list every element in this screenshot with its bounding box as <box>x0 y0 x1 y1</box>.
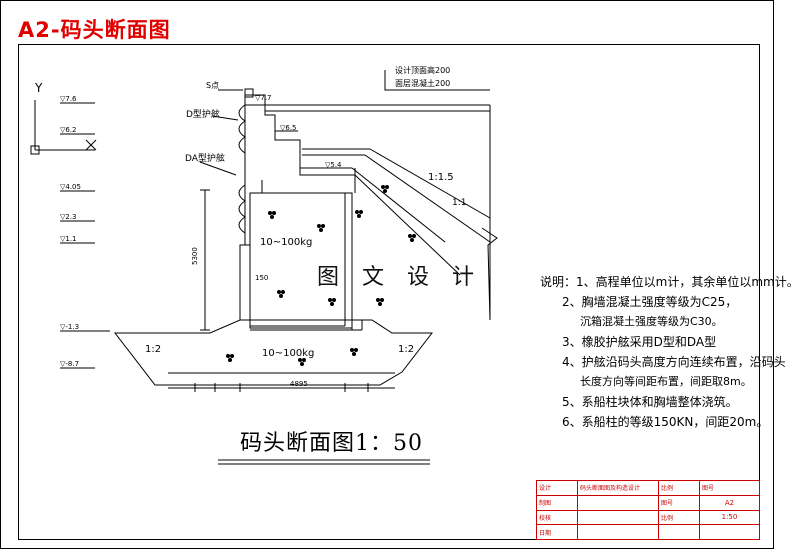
level-label: ▽7.6 <box>60 95 77 103</box>
d-fender-label: D型护舷 <box>186 108 220 120</box>
note-line: 4、护舷沿码头高度方向连续布置，沿码头 <box>562 355 786 369</box>
s-point-label: S点 <box>206 81 219 90</box>
dim-4895: 4895 <box>290 380 308 388</box>
fill-lower-label: 10~100kg <box>262 348 314 359</box>
note-line: 沉箱混凝土强度等级为C30。 <box>580 315 723 328</box>
section-drawing: Y ▽7.6 ▽6.2 ▽4.05 ▽2.3 ▽1.1 ▽-1.3 ▽-8.7 … <box>30 65 498 465</box>
tb-cell: 制图 <box>536 494 578 511</box>
elev-top: ▽7.7 <box>255 94 272 102</box>
level-label: ▽6.2 <box>60 126 77 134</box>
pave-note: 面层混凝土200 <box>395 78 450 88</box>
note-line: 6、系船柱的等级150KN，间距20m。 <box>562 415 769 429</box>
slope-left-label: 1:2 <box>145 344 161 355</box>
top-design-note: 设计顶面高200 <box>395 65 450 75</box>
slope-15-label: 1:1.5 <box>428 172 454 183</box>
tb-cell <box>658 524 700 540</box>
da-fender-label: DA型护舷 <box>185 152 225 164</box>
level-label: ▽1.1 <box>60 235 77 243</box>
tb-cell <box>577 524 659 540</box>
slope-11-label: 1:1 <box>452 198 466 208</box>
elev-54: ▽5.4 <box>325 161 342 169</box>
note-line: 说明：1、高程单位以m计，其余单位以mm计。 <box>540 275 799 289</box>
level-label: ▽-1.3 <box>60 323 79 331</box>
tb-cell: 图号 <box>658 494 700 511</box>
tb-cell: A2 <box>699 494 760 511</box>
tb-cell <box>577 494 659 511</box>
page-title: A2-码头断面图 <box>18 18 171 42</box>
tb-cell: 日期 <box>536 524 578 540</box>
tb-cell <box>577 509 659 526</box>
title-block: 设计 码头断面图及构造设计 比例 图号 制图 图号 A2 校核 比例 1:50 … <box>536 480 760 540</box>
note-line: 3、橡胶护舷采用D型和DA型 <box>562 335 717 349</box>
fill-upper-label: 10~100kg <box>260 237 312 248</box>
dim-150: 150 <box>255 274 268 282</box>
tb-cell: 比例 <box>658 509 700 526</box>
watermark-text: 图 文 设 计 <box>317 265 482 290</box>
drawing-caption: 码头断面图1：50 <box>240 431 423 456</box>
tb-cell: 码头断面图及构造设计 <box>577 480 659 496</box>
tb-cell: 校核 <box>536 509 578 526</box>
note-line: 2、胸墙混凝土强度等级为C25， <box>562 295 738 309</box>
tb-cell: 比例 <box>658 480 700 496</box>
drawing-frame <box>18 44 760 540</box>
tb-cell: 1:50 <box>699 509 760 526</box>
slope-right-label: 1:2 <box>398 344 414 355</box>
level-label: ▽2.3 <box>60 213 77 221</box>
level-label: ▽-8.7 <box>60 360 79 368</box>
level-label: ▽4.05 <box>60 183 81 191</box>
note-line: 长度方向等间距布置，间距取8m。 <box>580 375 752 388</box>
dim-5300: 5300 <box>191 247 199 265</box>
elev-65: ▽6.5 <box>280 124 297 132</box>
notes-block: 说明：1、高程单位以m计，其余单位以mm计。 2、胸墙混凝土强度等级为C25， … <box>540 272 799 432</box>
tb-cell: 设计 <box>536 480 578 496</box>
tb-cell: 图号 <box>699 480 760 496</box>
note-line: 5、系船柱块体和胸墙整体浇筑。 <box>562 395 738 409</box>
axis-y-label: Y <box>34 81 43 95</box>
tb-cell <box>699 524 760 540</box>
